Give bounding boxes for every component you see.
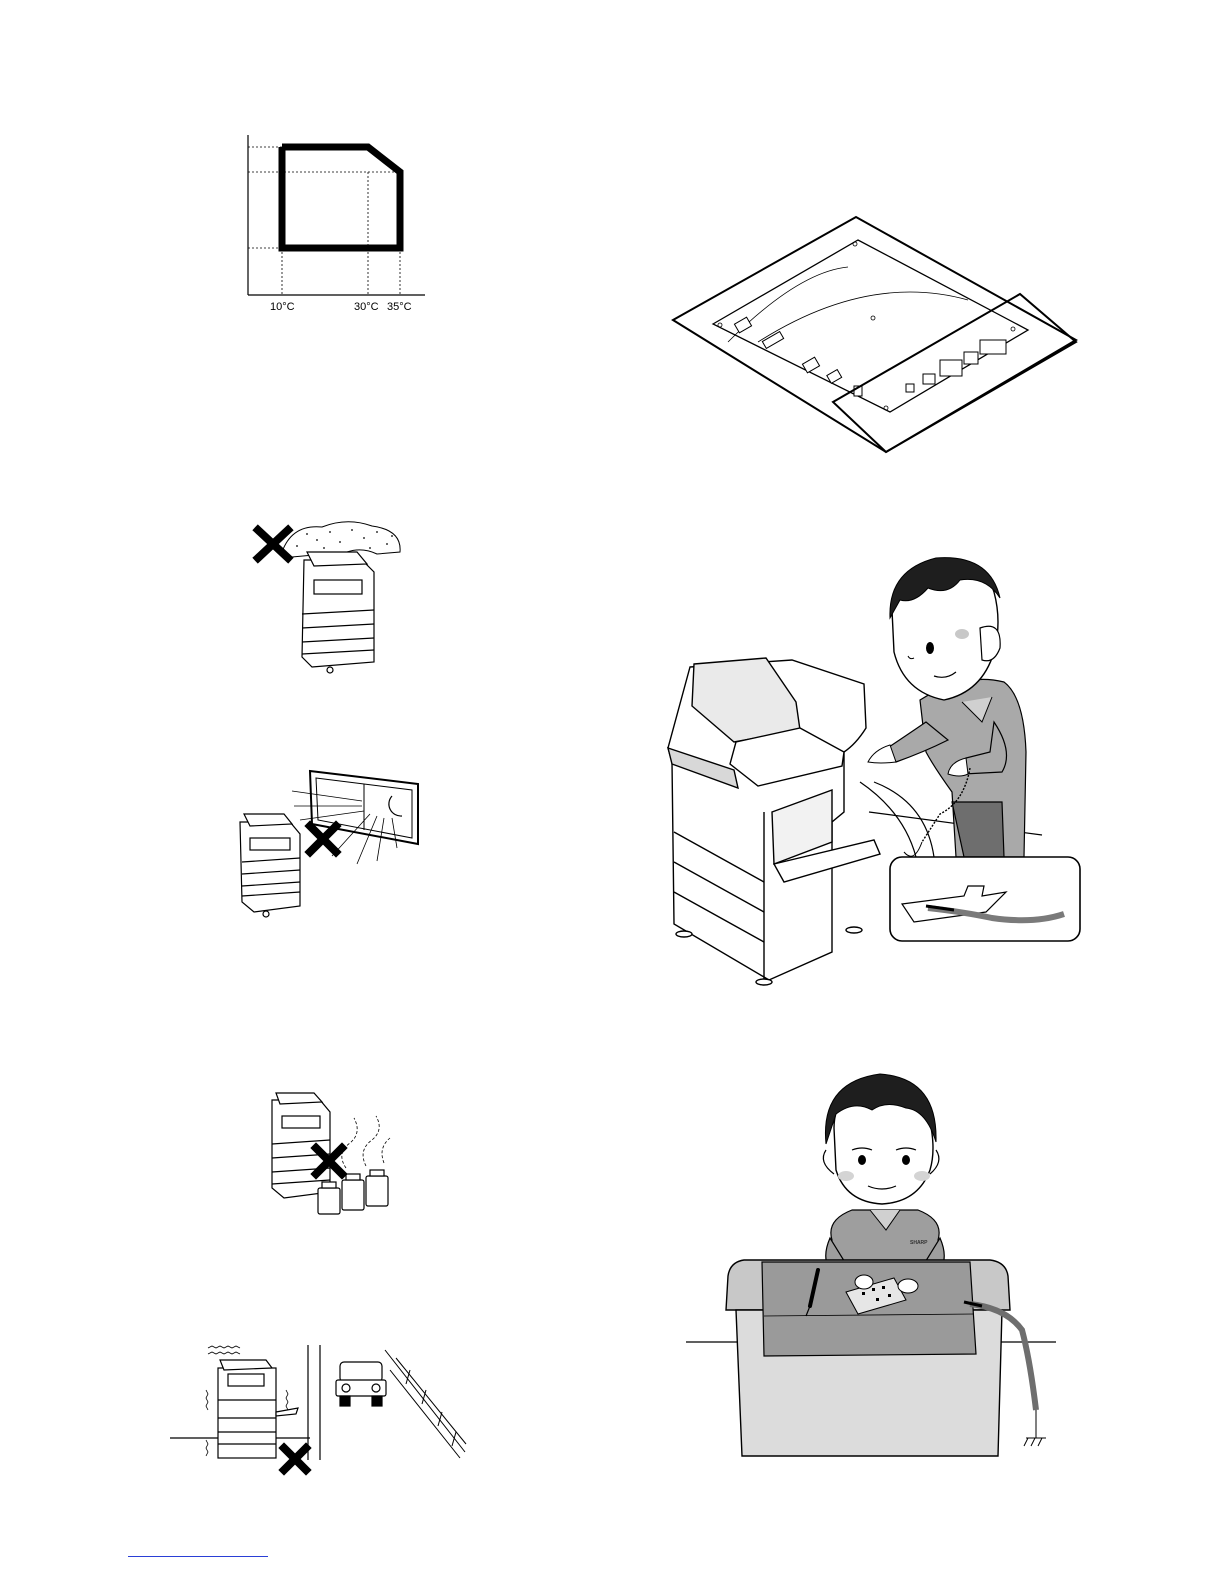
x-tick-30c: 30°C xyxy=(354,301,379,313)
footer-link-underline xyxy=(128,1556,268,1557)
no-vibration-location-icon xyxy=(170,1340,470,1480)
x-tick-35c: 35°C xyxy=(387,301,412,313)
x-tick-10c: 10°C xyxy=(270,301,295,313)
temperature-humidity-chart: 10°C 30°C 35°C xyxy=(230,130,430,315)
wrist-strap-grounding-icon xyxy=(664,552,1084,992)
no-direct-sunlight-icon xyxy=(232,766,422,916)
shirt-brand-text: SHARP xyxy=(910,1240,928,1246)
antistatic-bag-pcb-icon xyxy=(668,212,1080,457)
no-volatile-chemicals-icon xyxy=(266,1088,396,1218)
grounded-workbench-icon: SHARP xyxy=(686,1070,1058,1462)
no-dust-location-icon xyxy=(252,512,412,677)
